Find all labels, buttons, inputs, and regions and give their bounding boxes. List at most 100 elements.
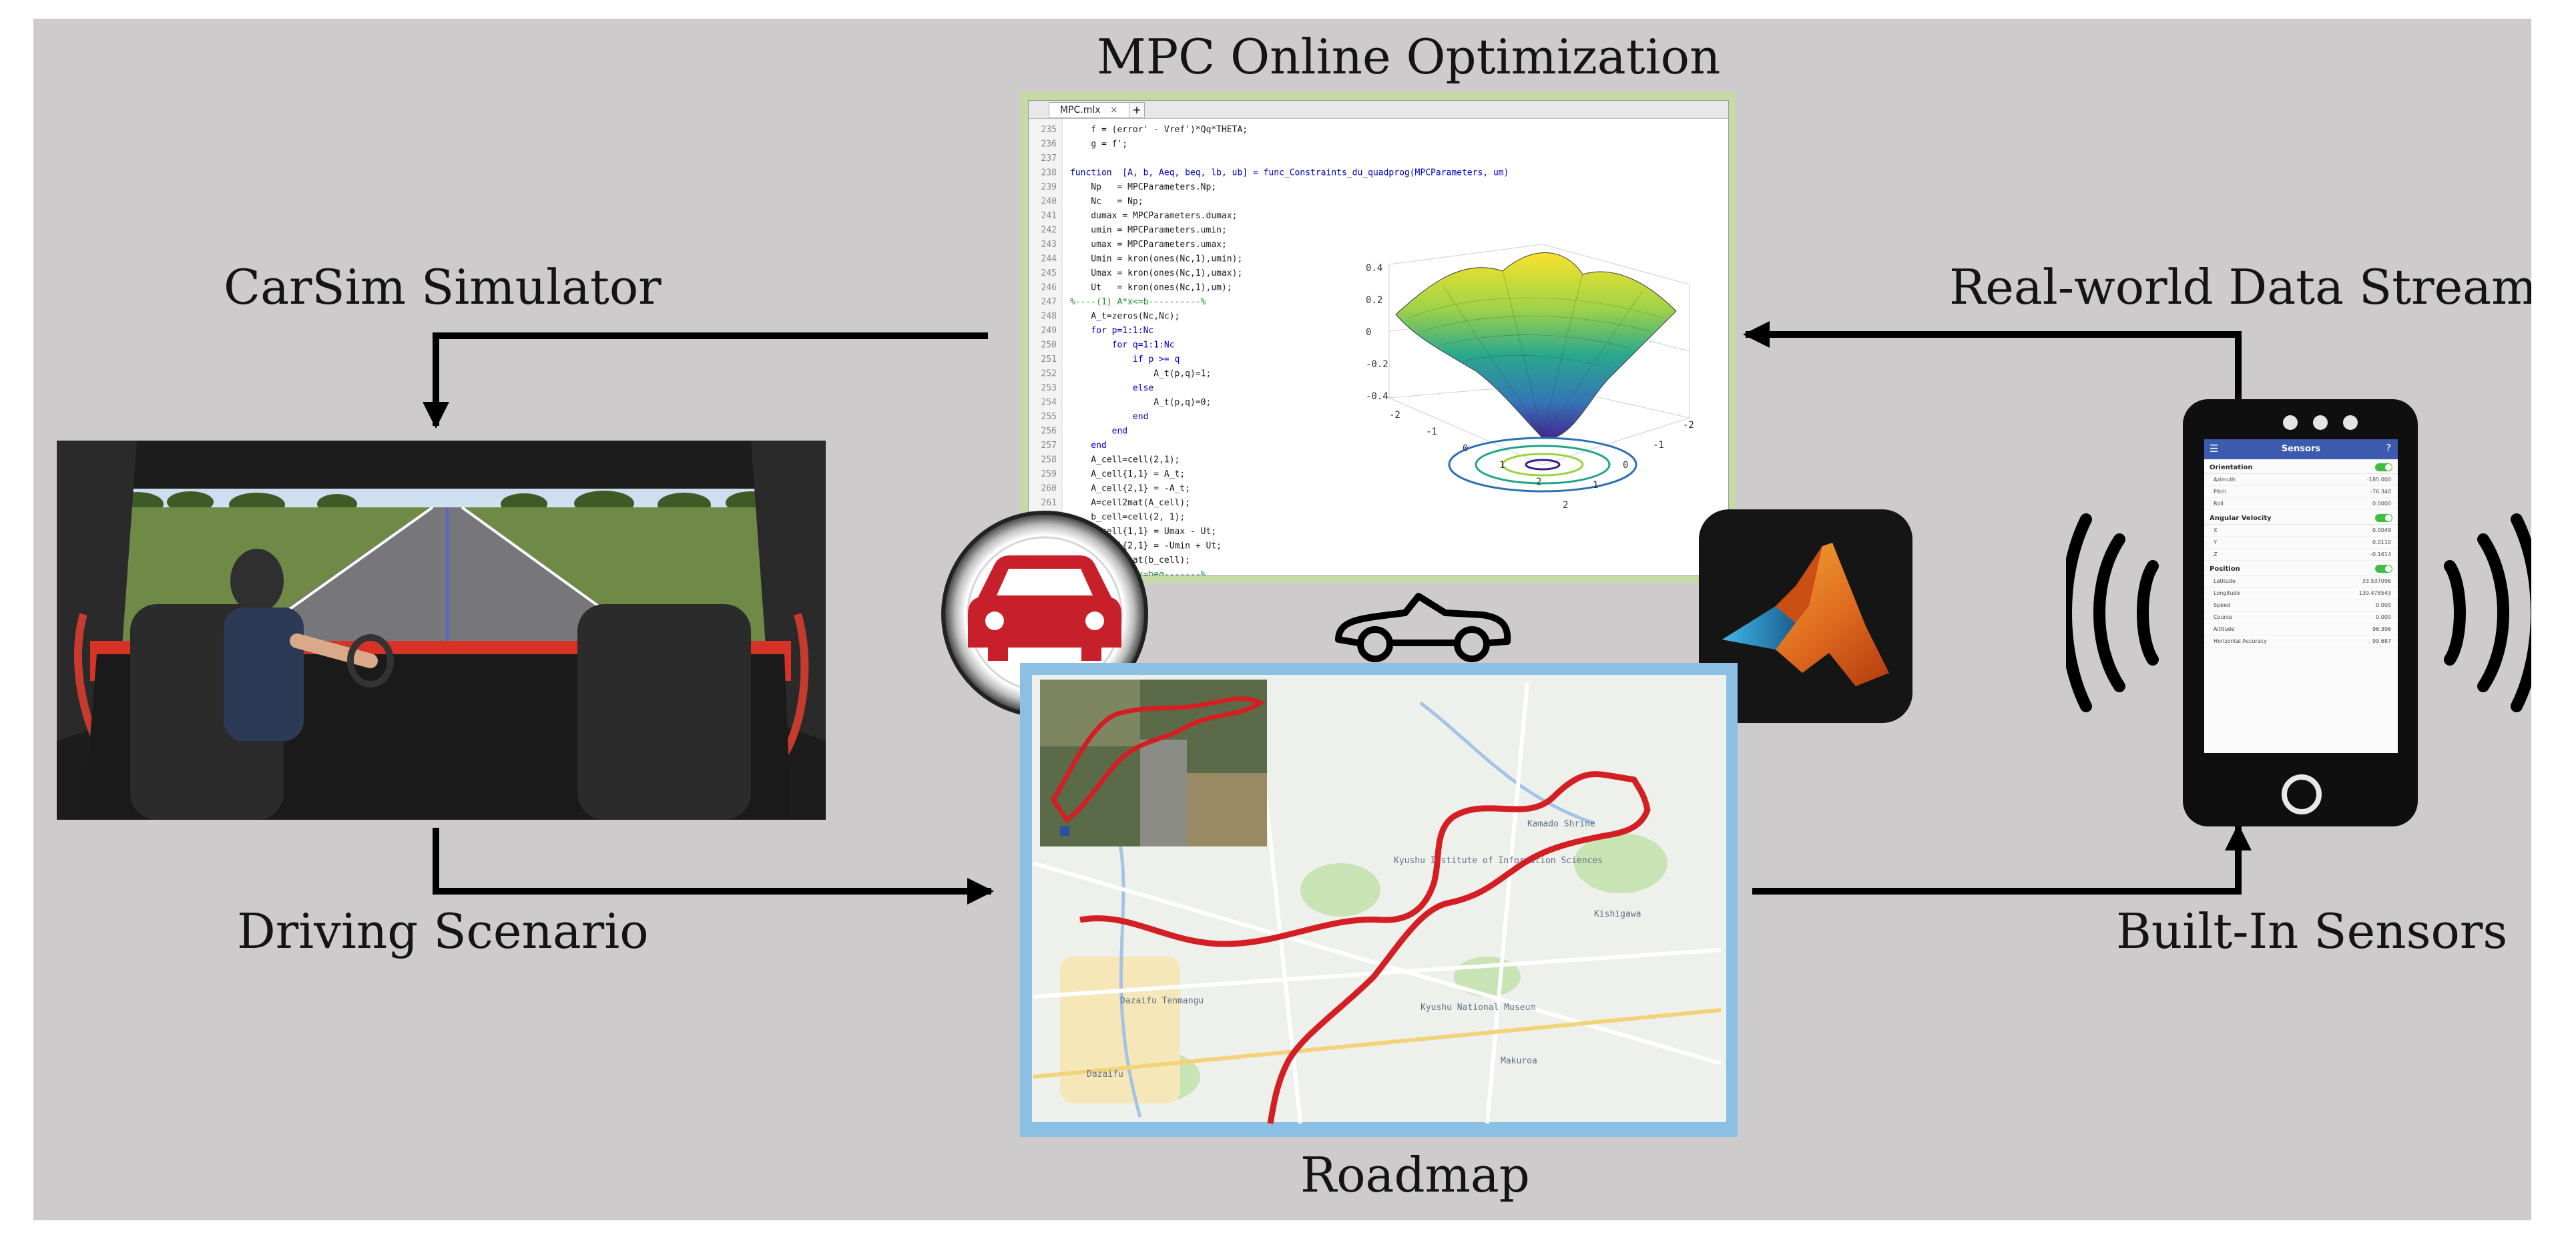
code-line: dumax = MPCParameters.dumax; [1070, 211, 1237, 221]
code-line: Ut = kron(ones(Nc,1),um); [1070, 283, 1232, 293]
phone-camera [2313, 415, 2328, 430]
line-number: 240 [1041, 197, 1057, 207]
satellite-inset [1040, 680, 1267, 846]
line-number: 256 [1041, 427, 1057, 437]
arrow-data-to-mpc [1743, 321, 2242, 399]
home-button[interactable] [2282, 774, 2322, 814]
sensor-row-value: 130.478543 [2358, 590, 2391, 596]
code-editor: 2352362372382392402412422432442452462472… [1029, 119, 1509, 575]
line-number: 243 [1041, 240, 1057, 250]
x-tick-label: 1 [1499, 460, 1505, 471]
line-number: 238 [1041, 168, 1057, 178]
close-icon[interactable]: × [1110, 105, 1118, 115]
z-tick-label: -0.2 [1366, 359, 1388, 370]
code-line: b_cell=cell(2, 1); [1070, 513, 1185, 523]
x-tick-label: -1 [1426, 427, 1437, 437]
code-line: Umax = kron(ones(Nc,1),umax); [1070, 268, 1242, 278]
arrow-mpc-to-carsim [423, 332, 988, 429]
sensor-toggle[interactable] [2375, 463, 2392, 471]
mpc-online-optimization-label: MPC Online Optimization [1097, 29, 1721, 85]
z-tick-label: -0.4 [1366, 391, 1388, 402]
sensor-row: X 0.0049 [2204, 525, 2398, 537]
phone-speaker [2283, 415, 2298, 430]
phone-camera-2 [2343, 415, 2358, 430]
driver-cockpit-scene [57, 441, 826, 820]
x-tick-label: 0 [1463, 443, 1468, 454]
code-line: umax = MPCParameters.umax; [1070, 240, 1227, 250]
arrow-driving-to-roadmap [433, 828, 994, 905]
sensor-row-label: Pitch [2214, 489, 2227, 495]
sensor-row-label: Z [2214, 551, 2218, 557]
line-number: 236 [1041, 140, 1057, 150]
line-number: 235 [1041, 125, 1057, 135]
line-number: 260 [1041, 484, 1057, 494]
code-line: for q=1:1:Nc [1070, 340, 1175, 350]
line-number: 251 [1041, 354, 1057, 364]
roadmap-frame: Kyushu Institute of Information Sciences… [1020, 663, 1738, 1137]
matlab-logo-icon [1699, 509, 1912, 723]
help-icon[interactable]: ? [2386, 442, 2391, 454]
sensor-row-value: 96.396 [2372, 626, 2391, 632]
sensor-row-value: 33.537096 [2362, 578, 2391, 584]
map-place-label: Kyushu Institute of Information Sciences [1394, 856, 1603, 866]
diagram-canvas: MPC Online Optimization CarSim Simulator… [33, 19, 2531, 1220]
code-line: A=cell2mat(A_cell); [1070, 498, 1190, 508]
line-number: 249 [1041, 326, 1057, 336]
code-line: else [1070, 383, 1153, 393]
sensor-row-label: Speed [2214, 602, 2231, 608]
code-line: if p >= q [1070, 354, 1180, 364]
sensor-row-value: 0.0110 [2372, 539, 2391, 545]
code-line: A_t=zeros(Nc,Nc); [1070, 312, 1180, 322]
line-number: 252 [1041, 369, 1057, 379]
code-line: A_cell=cell(2,1); [1070, 455, 1180, 465]
code-line: for p=1:1:Nc [1070, 326, 1153, 336]
add-tab-button[interactable]: + [1129, 102, 1145, 118]
sensor-row-value: -0.1614 [2370, 551, 2391, 557]
carsim-simulator-view [57, 441, 826, 820]
map-place-label: Kishigawa [1594, 909, 1641, 919]
menu-icon[interactable]: ☰ [2210, 443, 2219, 455]
sensor-row-label: Azimuth [2214, 477, 2236, 483]
code-line: g = f'; [1070, 140, 1127, 150]
line-number: 257 [1041, 441, 1057, 451]
x-tick-label: 2 [1536, 477, 1541, 487]
sensor-section-header: Position [2204, 561, 2398, 575]
line-number: 237 [1041, 154, 1057, 164]
driving-scenario-label: Driving Scenario [237, 903, 649, 959]
map-place-label: Dazaifu [1087, 1069, 1123, 1079]
editor-tab[interactable]: MPC.mlx × [1049, 102, 1129, 118]
line-number: 239 [1041, 182, 1057, 192]
code-line: Np = MPCParameters.Np; [1070, 182, 1216, 192]
line-number: 244 [1041, 254, 1057, 264]
code-line: end [1070, 412, 1148, 422]
connector-arrows [423, 321, 2252, 905]
line-number: 247 [1041, 297, 1057, 307]
sensor-toggle[interactable] [2375, 514, 2392, 522]
arrow-roadmap-to-sensors [1752, 824, 2252, 895]
line-number: 254 [1041, 398, 1057, 408]
sensor-row-label: X [2214, 527, 2218, 533]
line-number: 258 [1041, 455, 1057, 465]
sensor-row-label: Course [2214, 614, 2232, 620]
sensor-row-value: -185.000 [2367, 477, 2391, 483]
sensor-row-value: 99.687 [2372, 638, 2391, 644]
line-number: 245 [1041, 268, 1057, 278]
sensor-row-value: 0.0049 [2372, 527, 2391, 533]
line-number: 246 [1041, 283, 1057, 293]
y-tick-label: -2 [1683, 420, 1694, 431]
app-title: Sensors [2281, 444, 2321, 454]
code-line: f = (error' - Vref')*Qq*THETA; [1070, 125, 1248, 135]
sensor-toggle[interactable] [2375, 565, 2392, 573]
code-line: end [1070, 427, 1127, 437]
x-tick-label: -2 [1389, 410, 1400, 421]
y-tick-label: 0 [1623, 460, 1628, 471]
map-place-label: Makuroa [1501, 1056, 1537, 1066]
built-in-sensors-label: Built-In Sensors [2116, 903, 2508, 959]
